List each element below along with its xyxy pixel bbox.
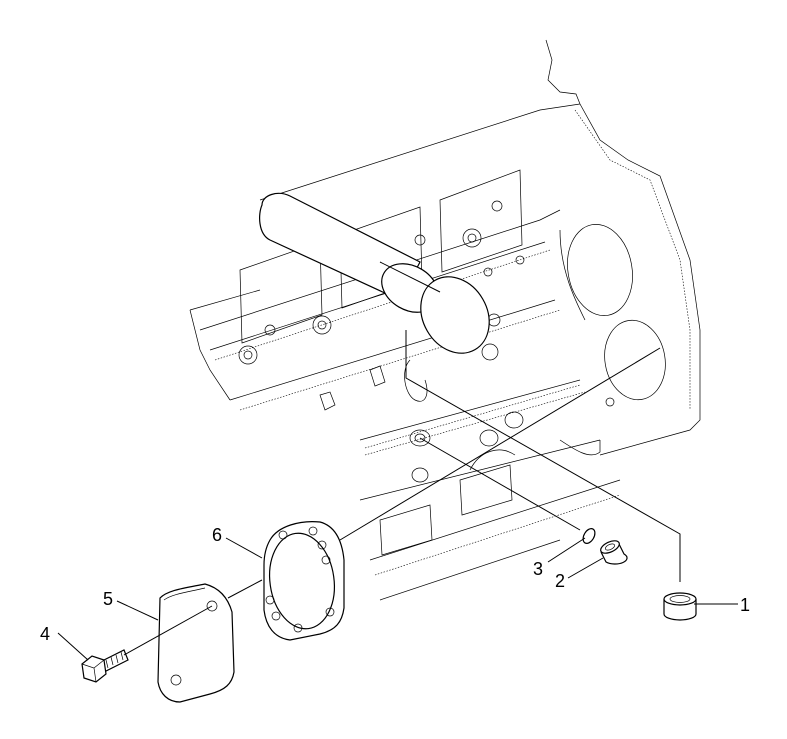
engine-block xyxy=(189,39,701,601)
callout-leaders xyxy=(57,537,738,661)
part-5-cover-plate xyxy=(157,583,235,703)
callouts: 1 2 3 4 5 6 xyxy=(40,525,750,644)
part-1-bushing xyxy=(663,592,697,621)
part-4-bolt xyxy=(81,649,129,683)
assembly-lines xyxy=(123,330,681,656)
callout-1: 1 xyxy=(740,595,750,615)
callout-2: 2 xyxy=(555,571,565,591)
callout-6: 6 xyxy=(212,525,222,545)
part-3-o-ring xyxy=(582,528,596,544)
callout-4: 4 xyxy=(40,624,50,644)
callout-3: 3 xyxy=(533,559,543,579)
part-2-plug xyxy=(600,540,628,565)
callout-5: 5 xyxy=(103,589,113,609)
part-6-gasket xyxy=(263,521,345,641)
